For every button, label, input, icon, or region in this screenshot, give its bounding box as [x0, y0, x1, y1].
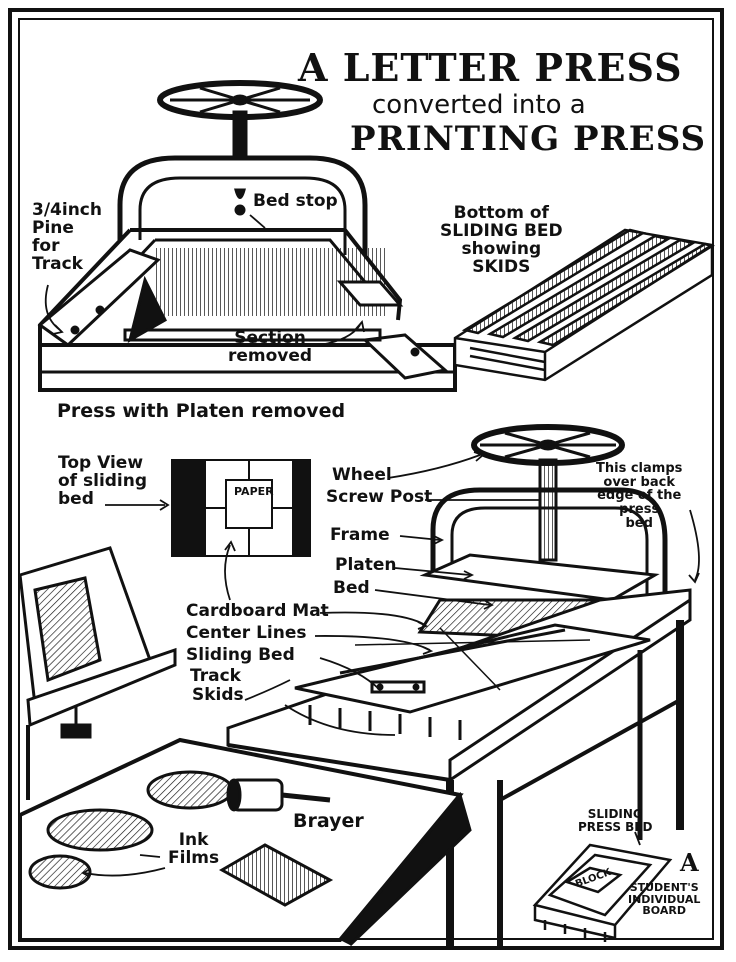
inset-drawing: [532, 843, 673, 942]
title-line-1: A LETTER PRESS: [298, 45, 683, 90]
bed-stop-label: Bed stop: [253, 191, 338, 211]
outer-border: [8, 8, 724, 950]
top-press-caption: Press with Platen removed: [57, 400, 346, 422]
cardboard-mat-label: Cardboard Mat: [186, 601, 329, 621]
frame-label: Frame: [330, 525, 390, 545]
brayer-label: Brayer: [293, 810, 364, 832]
top-view-drawing: [171, 459, 311, 557]
bed-label: Bed: [333, 578, 370, 598]
top-view-label: Top View of sliding bed: [58, 453, 148, 509]
clamps-label: This clamps over back edge of the press …: [596, 461, 683, 531]
table-drawing: [18, 546, 472, 947]
section-removed-label: Section removed: [228, 328, 313, 366]
skids-label: Skids: [192, 685, 244, 705]
paper-label: PAPER: [234, 485, 274, 498]
wheel-label: Wheel: [332, 465, 392, 485]
inset-marker: A: [680, 848, 700, 877]
platen-label: Platen: [335, 555, 397, 575]
pine-label: 3/4inch Pine for Track: [32, 200, 102, 274]
main-press-drawing: [226, 424, 692, 950]
inner-border: [18, 18, 714, 940]
callout-arrows: [44, 214, 700, 878]
skids-drawing: [453, 228, 716, 382]
top-press-drawing: [37, 80, 457, 392]
ink-films-label: Ink Films: [168, 830, 220, 868]
students-board-label: STUDENT'S INDIVIDUAL BOARD: [628, 881, 701, 918]
track-label: Track: [190, 666, 241, 686]
title-line-3: PRINTING PRESS: [350, 119, 707, 159]
screw-post-label: Screw Post: [326, 487, 433, 507]
sliding-bed-label: Sliding Bed: [186, 645, 295, 665]
title-line-2: converted into a: [372, 90, 586, 120]
center-lines-label: Center Lines: [186, 623, 307, 643]
bottom-of-bed-label: Bottom of SLIDING BED showing SKIDS: [440, 203, 563, 277]
sliding-press-bed-label: SLIDING PRESS BED: [578, 807, 653, 834]
